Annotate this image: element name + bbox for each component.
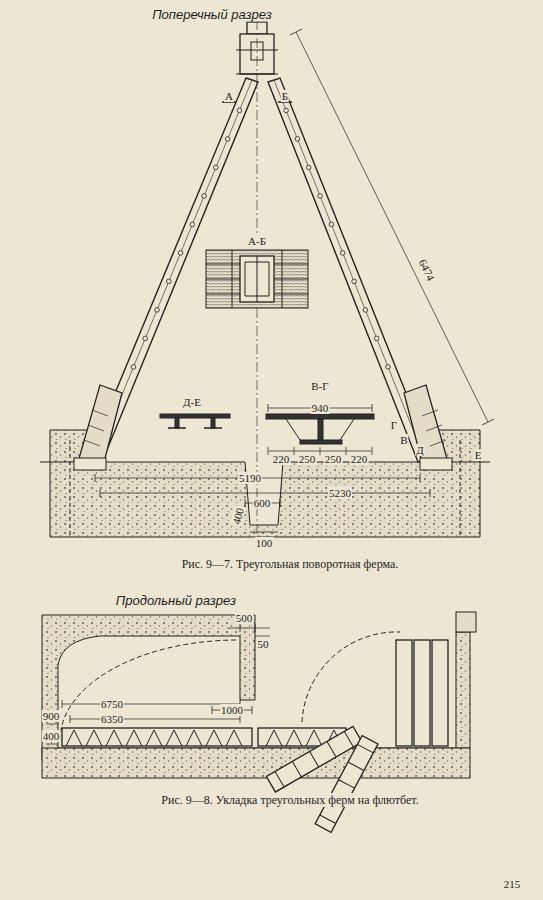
dimension-label: 50 <box>257 638 270 650</box>
rivet <box>352 279 357 284</box>
rivet <box>166 279 171 284</box>
truss-web <box>66 730 82 746</box>
truss-web <box>146 730 162 746</box>
dimension-label: Д-Е <box>182 396 202 408</box>
dimension-label: 250 <box>324 453 343 465</box>
section-heading: Продольный разрез <box>115 593 237 608</box>
rivet <box>363 308 368 313</box>
truss-web <box>286 730 302 746</box>
dimension-label: 6350 <box>100 713 124 725</box>
rivet <box>190 222 195 227</box>
rivet <box>295 137 300 142</box>
rivet <box>131 365 136 370</box>
dimension-label: Г <box>390 419 398 431</box>
rivet <box>284 108 289 113</box>
rivet <box>178 251 183 256</box>
dimension-label: 6474 <box>416 257 437 284</box>
truss-web <box>126 730 142 746</box>
truss-web <box>206 730 222 746</box>
rivet <box>318 194 323 199</box>
dimension-label: Е <box>474 449 483 461</box>
dimension-label: 6750 <box>100 698 124 710</box>
rivet <box>202 194 207 199</box>
dimension-label: В-Г <box>310 380 329 392</box>
dimension-label: В <box>399 434 408 446</box>
figure-caption: Рис. 9—8. Укладка треугольных ферм на фл… <box>160 793 419 807</box>
dimension-label: А-Б <box>247 235 267 247</box>
rivet <box>386 365 391 370</box>
dimension-label: 900 <box>42 710 61 722</box>
dimension-label: 940 <box>311 402 330 414</box>
dimension-label: 500 <box>235 612 254 624</box>
truss-web <box>186 730 202 746</box>
figure-caption: Рис. 9—7. Треугольная поворотная ферма. <box>181 557 400 571</box>
dimension-label: 5230 <box>328 487 352 499</box>
dimension-label: 1000 <box>220 704 244 716</box>
dimension-label: 400 <box>42 730 61 742</box>
dimension-label: А <box>224 90 234 102</box>
dimension-label: 600 <box>253 497 272 509</box>
dimension-label: Б <box>281 90 289 102</box>
dimension-label: 5190 <box>238 472 262 484</box>
rivet <box>340 251 345 256</box>
truss-web <box>306 730 322 746</box>
dimension-label: 220 <box>272 453 291 465</box>
truss-web <box>106 730 122 746</box>
dimension-label: 250 <box>298 453 317 465</box>
dimension-label: 100 <box>255 537 274 549</box>
section-heading: Поперечный разрез <box>151 7 273 22</box>
rivet <box>374 336 379 341</box>
truss-web <box>166 730 182 746</box>
rivet <box>237 108 242 113</box>
rivet <box>329 222 334 227</box>
truss-web <box>266 730 282 746</box>
truss-web <box>86 730 102 746</box>
rivet <box>155 308 160 313</box>
dimension-label: Д <box>415 444 425 456</box>
rivet <box>306 165 311 170</box>
rivet <box>143 336 148 341</box>
truss-web <box>226 730 242 746</box>
rivet <box>214 165 219 170</box>
dimension-label: 220 <box>350 453 369 465</box>
dimension-label: 215 <box>503 878 522 890</box>
rivet <box>225 137 230 142</box>
